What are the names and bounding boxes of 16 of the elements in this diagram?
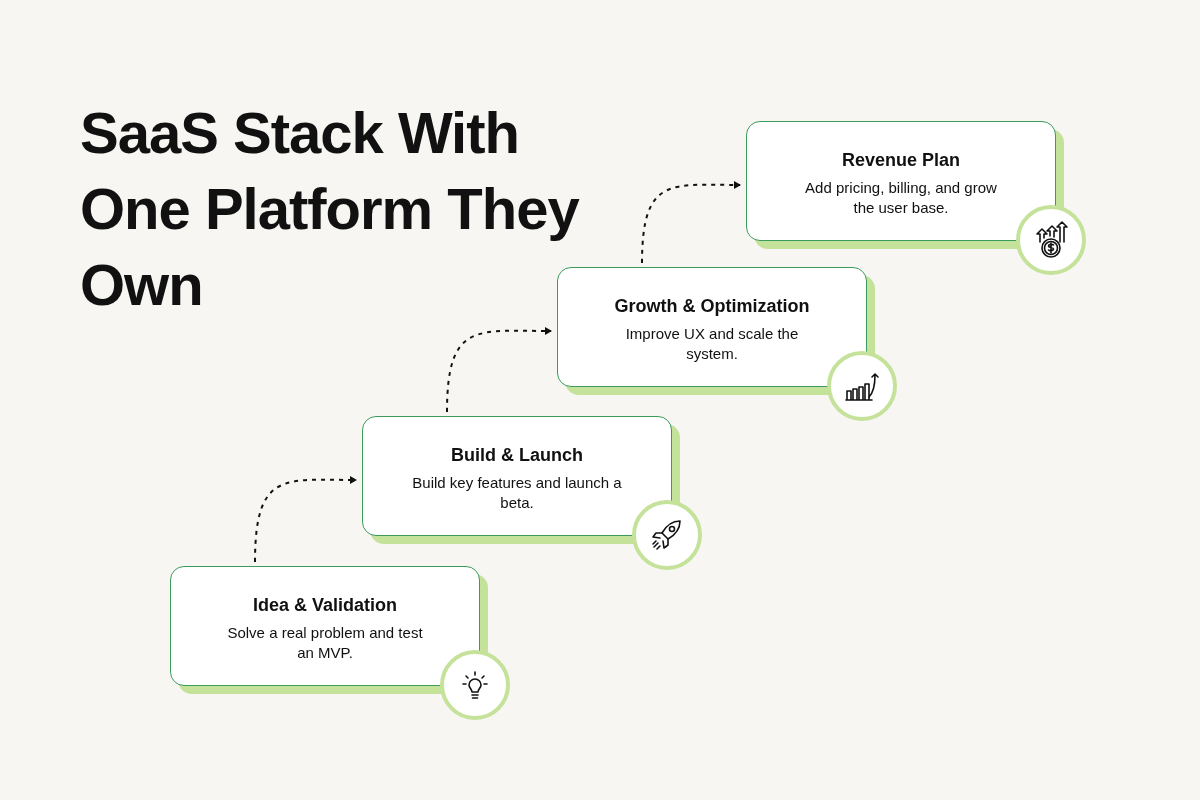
step-description: Improve UX and scale the system. (624, 324, 800, 364)
step-description: Add pricing, billing, and grow the user base. (804, 178, 998, 218)
step-description: Solve a real problem and test an MVP. (226, 623, 424, 663)
step-card (746, 121, 1056, 241)
step-card (362, 416, 672, 536)
step-title: Idea & Validation (252, 594, 397, 617)
step-title: Revenue Plan (841, 149, 960, 172)
title: SaaS Stack With One Platform They Own (80, 99, 580, 319)
step-card (557, 267, 867, 387)
step-title: Build & Launch (451, 444, 583, 467)
step-title: Growth & Optimization (614, 295, 810, 318)
dashed-arrow (641, 180, 741, 264)
dashed-arrow (254, 475, 357, 563)
step-description: Build key features and launch a beta. (412, 473, 622, 513)
dashed-arrow (446, 326, 552, 413)
step-card (170, 566, 480, 686)
